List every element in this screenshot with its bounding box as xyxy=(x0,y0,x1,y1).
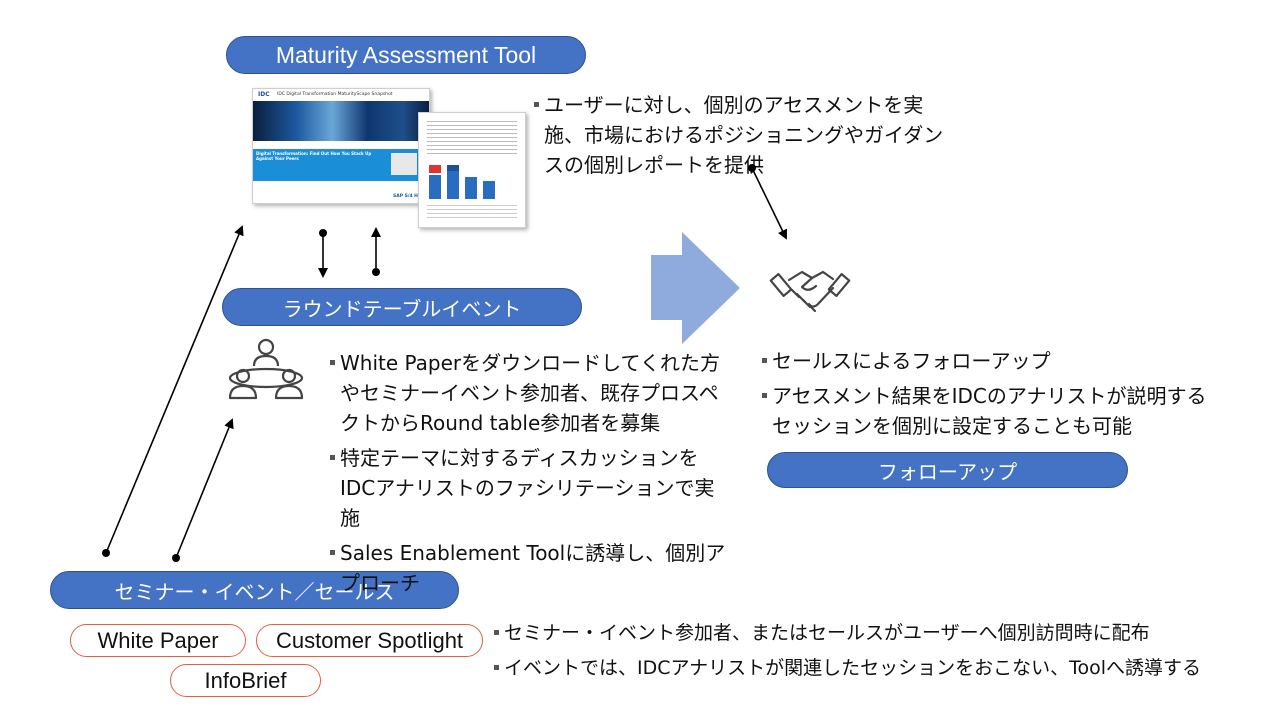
doc-photo xyxy=(391,153,417,175)
followup-pill: フォローアップ xyxy=(767,452,1128,488)
big-right-arrow xyxy=(651,232,740,344)
roundtable-meeting-icon xyxy=(228,338,304,400)
doc-brand: IDC xyxy=(258,91,270,98)
roundtable-description: White Paperをダウンロードしてくれた方やセミナーイベント参加者、既存プ… xyxy=(330,348,730,603)
roundtable-bullet-3: Sales Enablement Toolに誘導し、個別アプローチ xyxy=(330,538,730,598)
seminar-bullet-2: イベントでは、IDCアナリストが関連したセッションをおこない、Toolへ誘導する xyxy=(494,653,1234,683)
customer-spotlight-tag: Customer Spotlight xyxy=(256,624,483,657)
maturity-description: ユーザーに対し、個別のアセスメントを実施、市場におけるポジショニングやガイダンス… xyxy=(534,90,954,180)
connector-tool-to-roundtable xyxy=(318,229,328,278)
report-thumbnail-front: IDC IDC Digital Transformation MaturityS… xyxy=(252,88,430,204)
doc-banner-image xyxy=(253,101,429,141)
doc-sponsor: SAP S/4 HANA xyxy=(393,194,429,199)
doc-title: IDC Digital Transformation MaturityScape… xyxy=(277,92,393,97)
connector-seminar-to-tool xyxy=(102,225,244,557)
seminar-description: セミナー・イベント参加者、またはセールスがユーザーへ個別訪問時に配布 イベントで… xyxy=(494,618,1234,688)
connector-seminar-to-roundtable xyxy=(172,418,234,562)
handshake-icon xyxy=(769,270,851,313)
followup-description: セールスによるフォローアップ アセスメント結果をIDCのアナリストが説明するセッ… xyxy=(762,346,1212,446)
seminar-bullet-1: セミナー・イベント参加者、またはセールスがユーザーへ個別訪問時に配布 xyxy=(494,618,1234,648)
roundtable-pill: ラウンドテーブルイベント xyxy=(222,288,582,326)
doc-headline-panel: Digital Transformation: Find Out How You… xyxy=(253,149,423,181)
roundtable-bullet-2: 特定テーマに対するディスカッションをIDCアナリストのファシリテーションで実施 xyxy=(330,443,730,533)
connector-roundtable-to-tool xyxy=(371,227,381,276)
seminar-pill: セミナー・イベント／セールス xyxy=(50,571,459,609)
doc-headline: Digital Transformation: Find Out How You… xyxy=(256,151,372,161)
followup-bullet-2: アセスメント結果をIDCのアナリストが説明するセッションを個別に設定することも可… xyxy=(762,381,1212,441)
roundtable-bullet-1: White Paperをダウンロードしてくれた方やセミナーイベント参加者、既存プ… xyxy=(330,348,730,438)
maturity-assessment-pill: Maturity Assessment Tool xyxy=(226,36,586,74)
report-thumbnail-back xyxy=(418,112,526,228)
followup-bullet-1: セールスによるフォローアップ xyxy=(762,346,1212,376)
white-paper-tag: White Paper xyxy=(70,624,246,657)
infobrief-tag: InfoBrief xyxy=(170,664,321,697)
maturity-bullet-1: ユーザーに対し、個別のアセスメントを実施、市場におけるポジショニングやガイダンス… xyxy=(534,90,954,180)
